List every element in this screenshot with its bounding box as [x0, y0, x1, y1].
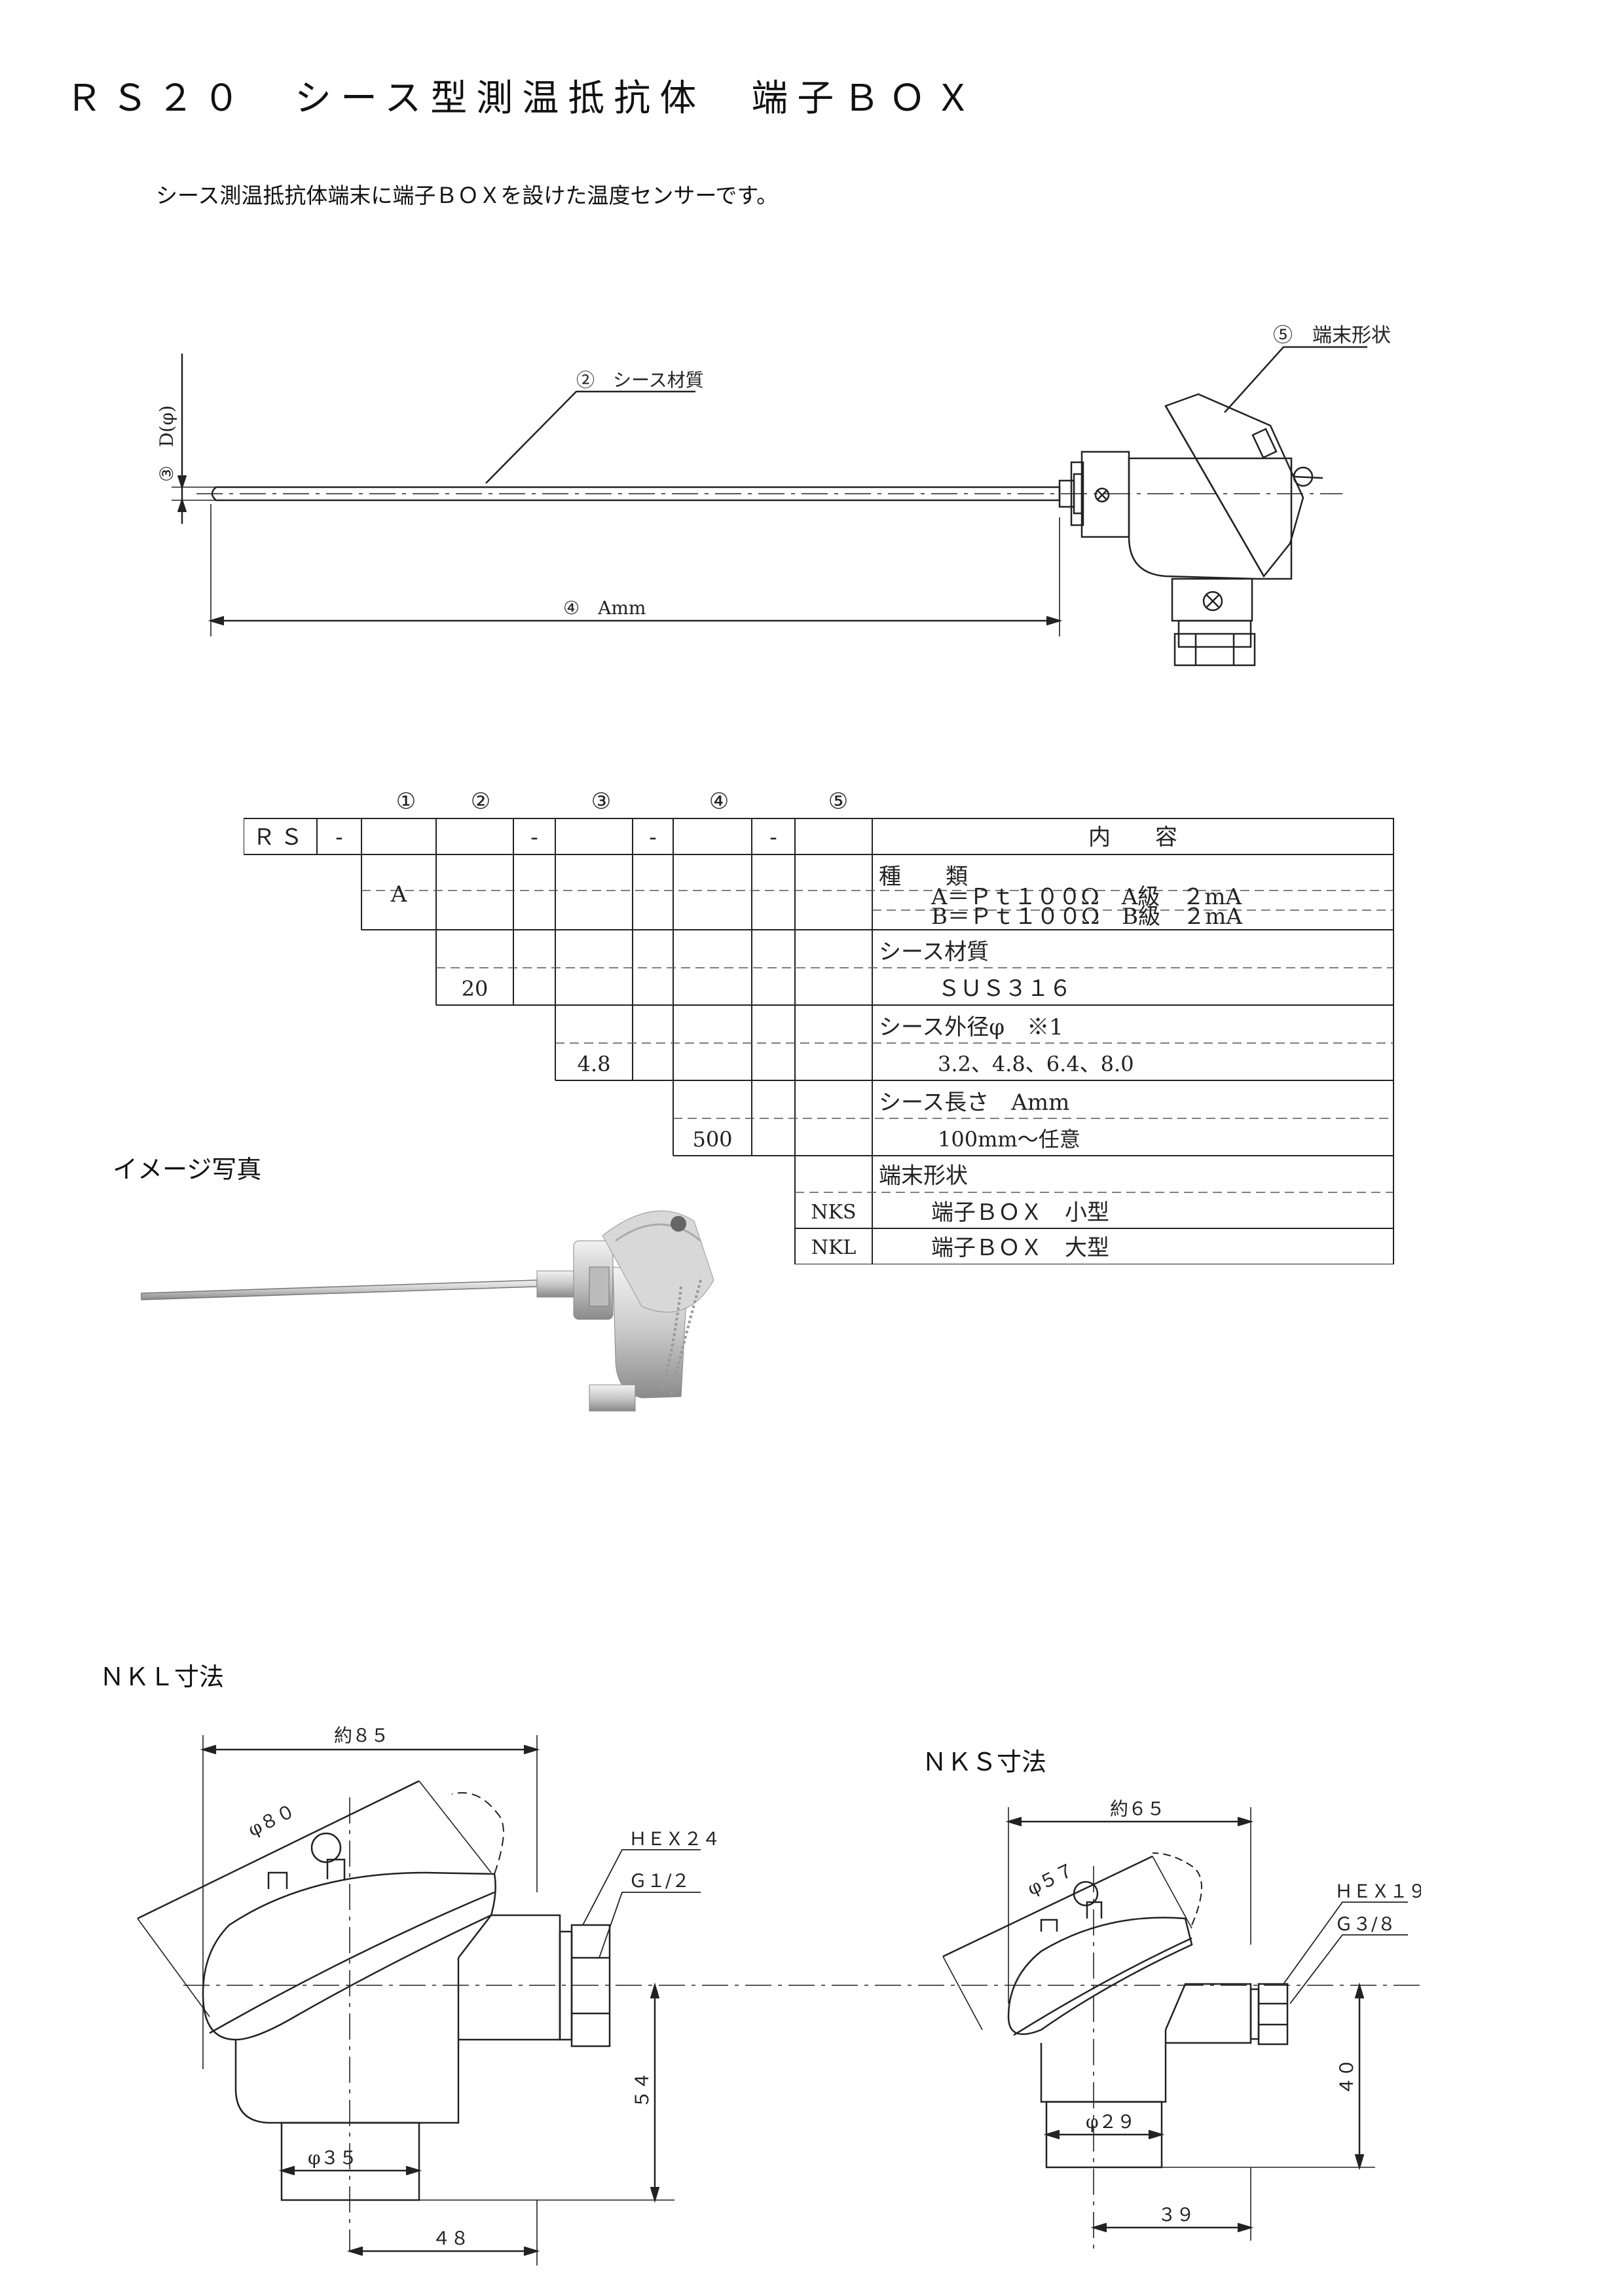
head-body [1128, 457, 1293, 580]
nks-hex-label: ＨＥＸ１９ [1335, 1881, 1421, 1902]
content-header: 内 容 [1088, 824, 1177, 851]
diameter-code: 4.8 [578, 1052, 611, 1076]
nks-knob-icon [1073, 1881, 1099, 1907]
fitting-screw-icon [1094, 487, 1110, 503]
type-label: 種 類 [879, 864, 968, 890]
terminal-label: 端末形状 [879, 1163, 968, 1189]
photo-caption: イメージ写真 [113, 1155, 262, 1184]
nks-offset-label: ３９ [1158, 2204, 1194, 2226]
col-marker-5: ⑤ [828, 788, 848, 815]
dim-diameter-label: ③ D(φ) [156, 405, 177, 482]
nks-bottom-diameter-label: φ２９ [1086, 2111, 1135, 2133]
terminal-nks-code: NKS [811, 1201, 856, 1224]
terminal-nks-value: 端子ＢＯＸ 小型 [931, 1200, 1109, 1226]
dash-4: - [769, 824, 777, 851]
material-code: 20 [462, 976, 489, 1001]
nkl-hex-label: ＨＥＸ２４ [629, 1828, 720, 1850]
diameter-value: 3.2、4.8、6.4、8.0 [938, 1052, 1134, 1076]
nkl-width-label: 約８５ [334, 1725, 389, 1746]
material-label: シース材質 [879, 939, 989, 965]
nks-caption: ＮＫＳ寸法 [922, 1748, 1047, 1776]
nks-thread-label: Ｇ３/８ [1335, 1913, 1395, 1935]
dimension-drawings: 約８５ φ８０ ＨＥＸ２４ Ｇ１/２ φ３５ ５４ ４８ 約６５ φ５７ ＨＥＸ… [137, 1725, 1421, 2266]
col-marker-2: ② [471, 788, 490, 815]
nks-cover [1007, 1917, 1193, 2035]
nkl-bottom [280, 2121, 420, 2201]
type-option-b: B＝Ｐｔ１００Ω B級 ２mA [931, 904, 1242, 930]
nkl-body [234, 1958, 460, 2124]
callout-terminal-shape: ⑤ 端末形状 [1273, 324, 1391, 347]
col-marker-3: ③ [591, 788, 611, 815]
head-screw-icon [1202, 591, 1223, 612]
nkl-offset-label: ４８ [432, 2228, 469, 2249]
terminal-nkl-code: NKL [811, 1236, 857, 1259]
sheath-tube [211, 486, 1061, 502]
probe-drawing: ② シース材質 ⑤ 端末形状 ③ D(φ) ④ Amm [156, 324, 1391, 667]
head-cover [1164, 393, 1304, 578]
nkl-bottom-diameter-label: φ３５ [308, 2147, 358, 2169]
intro-text: シース測温抵抗体端末に端子ＢＯＸを設けた温度センサーです。 [156, 183, 779, 208]
nkl-thread-label: Ｇ１/２ [629, 1870, 690, 1892]
nkl-cover [202, 1871, 496, 2041]
nks-height-label: ４０ [1336, 2059, 1357, 2095]
callout-sheath-material: ② シース材質 [576, 369, 704, 391]
dim-length-label: ④ Amm [563, 597, 646, 619]
terminal-nkl-value: 端子ＢＯＸ 大型 [931, 1235, 1109, 1261]
diameter-label: シース外径φ ※1 [879, 1014, 1063, 1040]
dash-3: - [649, 824, 657, 851]
type-option-a: A＝Ｐｔ１００Ω A級 ２mA [931, 884, 1242, 910]
type-code: A [390, 881, 407, 908]
col-marker-4: ④ [709, 788, 729, 815]
length-label: シース長さ Amm [879, 1090, 1069, 1116]
length-value: 100mm～任意 [938, 1127, 1080, 1152]
nkl-height-label: ５４ [631, 2072, 653, 2108]
code-prefix: ＲＳ [253, 824, 308, 851]
nks-body [1040, 2030, 1167, 2103]
col-marker-1: ① [396, 788, 416, 815]
product-photo [141, 1210, 714, 1412]
nks-width-label: 約６５ [1110, 1798, 1165, 1820]
dash-1: - [335, 824, 343, 851]
material-value: ＳＵＳ３１６ [938, 976, 1071, 1002]
nkl-caption: ＮＫＬ寸法 [100, 1662, 225, 1691]
spec-table: ① ② ③ ④ ⑤ [244, 788, 1394, 1264]
length-code: 500 [692, 1127, 732, 1152]
dash-2: - [530, 824, 538, 851]
page-title: ＲＳ２０ シース型測温抵抗体 端子ＢＯＸ [65, 77, 981, 120]
nks-cap-diameter-label: φ５７ [1024, 1858, 1078, 1900]
nkl-cap-diameter-label: φ８０ [245, 1799, 299, 1841]
nkl-knob-icon [310, 1832, 342, 1864]
